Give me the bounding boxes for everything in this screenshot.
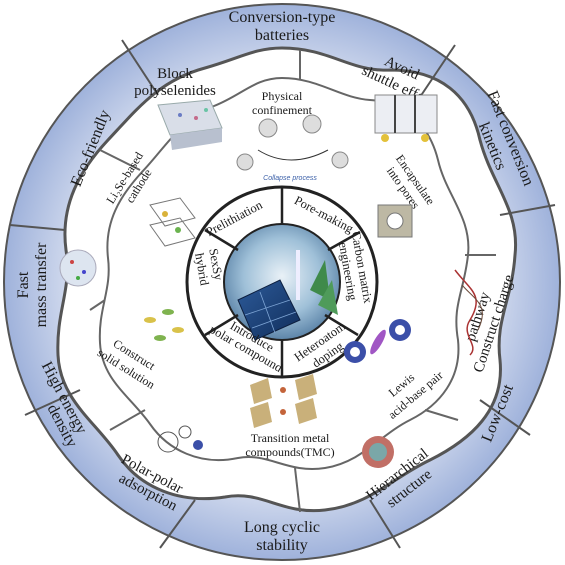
solid-solution-illustration [144,309,184,341]
li2se-crystal-illustration [149,197,196,247]
middle-dividers [89,50,496,513]
hierarchical-sphere-illustration [362,436,394,468]
shuttle-device-illustration [374,94,438,142]
tmc-crystal-illustration [250,374,317,428]
core-hybrid: hybrid [192,252,212,287]
label-fast: Fast [15,271,32,298]
spheres-collapse-illustration [236,114,349,171]
lewis-pair-illustration [344,319,411,363]
label-batteries: batteries [255,27,309,44]
label-physical: Physical [262,89,303,103]
label-polyselenides: polyselenides [134,83,216,99]
label-long-cyclic: Long cyclic [244,519,320,536]
label-collapse-process: Collapse process [263,175,317,182]
porous-cube-illustration [377,204,413,238]
label-conversion-type: Conversion-type [229,9,336,26]
core-spokes [204,187,361,377]
solar-panel-icon [237,250,338,341]
mass-transfer-illustration [59,249,97,287]
charge-pathway-illustration [454,269,483,356]
label-confinement: confinement [252,103,313,117]
outer-dividers [9,39,556,549]
label-tmc: compounds(TMC) [245,445,334,459]
label-mass-transfer: mass transfer [33,242,50,328]
label-transition-metal: Transition metal [251,431,330,445]
core-sesy: SexSy [206,247,225,282]
polyselenide-block-illustration [157,99,223,150]
label-stability: stability [256,537,308,554]
polar-adsorption-illustration [157,425,203,453]
label-block: Block [157,66,193,82]
